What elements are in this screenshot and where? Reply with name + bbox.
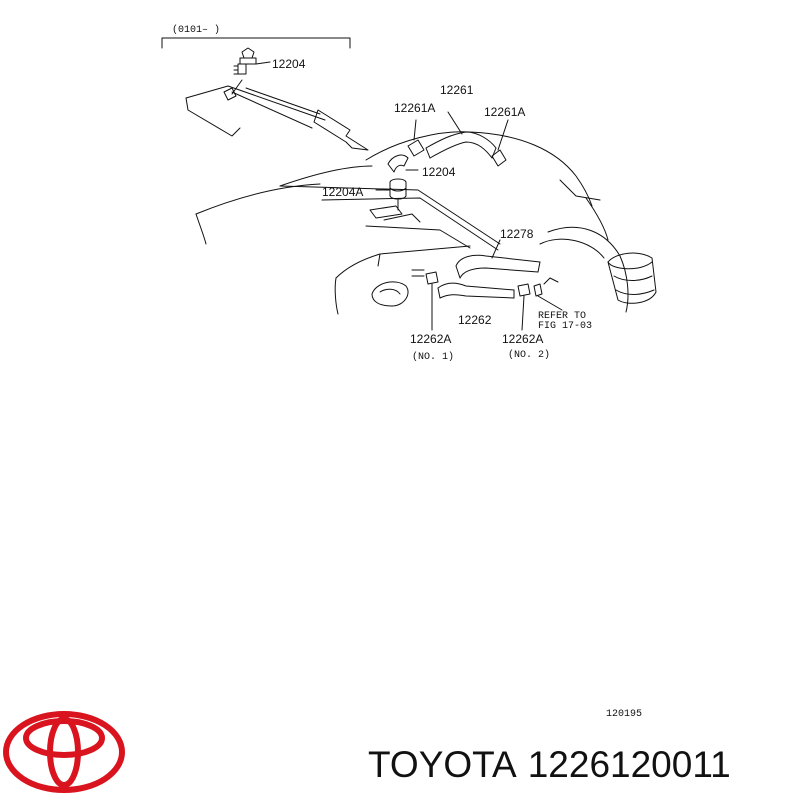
clamp-12262A-no2 <box>517 277 563 331</box>
toyota-logo-icon <box>3 711 125 793</box>
label-12262: 12262 <box>458 313 492 327</box>
diagram-code: 120195 <box>606 709 642 720</box>
filler-cap <box>607 252 657 304</box>
grommet-12204A <box>375 178 407 211</box>
label-12204-mid: 12204 <box>422 165 456 179</box>
label-12204-top: 12204 <box>272 57 306 71</box>
date-range-label: (0101– ) <box>172 24 220 36</box>
hose-12278 <box>455 239 541 279</box>
label-no1: (NO. 1) <box>412 351 454 363</box>
clamp-12261A-right <box>491 119 509 167</box>
label-12261A-left: 12261A <box>394 101 435 115</box>
part-number: 1226120011 <box>527 744 731 785</box>
label-refer-fig: FIG 17-03 <box>538 321 592 332</box>
label-12204A: 12204A <box>322 185 363 199</box>
pcv-valve-mid <box>387 154 419 173</box>
oil-cap <box>371 281 409 307</box>
label-12261: 12261 <box>440 83 474 97</box>
label-12262A-no1: 12262A <box>410 332 451 346</box>
label-no2: (NO. 2) <box>508 349 550 361</box>
hose-12262 <box>411 269 515 299</box>
brand-name: TOYOTA <box>368 744 517 785</box>
label-refer-to: REFER TO <box>538 311 586 322</box>
date-range-bracket: (0101– ) <box>161 24 351 49</box>
pcv-valve-top <box>223 47 271 101</box>
label-12278: 12278 <box>500 227 534 241</box>
part-labels: 12204 12261 12261A 12261A 12204 12204A 1… <box>272 57 642 720</box>
clamp-12262A-no1 <box>425 271 439 331</box>
clamp-12261A-left <box>407 119 425 157</box>
label-12261A-right: 12261A <box>484 105 525 119</box>
engine-outline <box>185 85 657 315</box>
label-12262A-no2: 12262A <box>502 332 543 346</box>
